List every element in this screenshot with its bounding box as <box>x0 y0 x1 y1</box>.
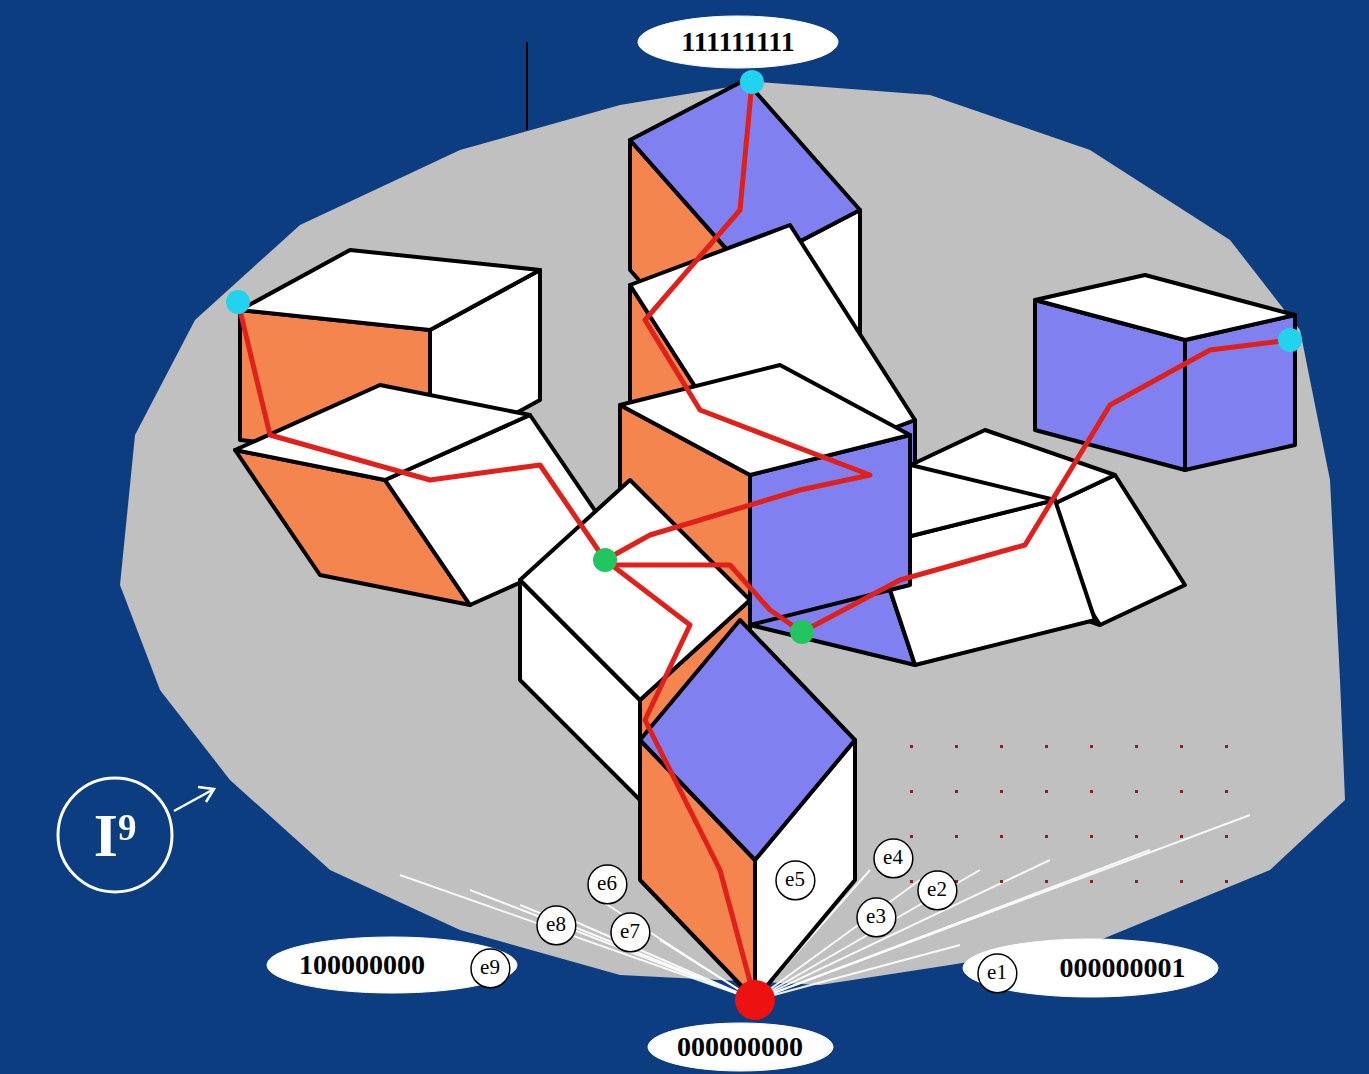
circle-shape <box>776 861 815 900</box>
vector-name: e4 <box>883 846 903 869</box>
grid-dot <box>910 745 913 748</box>
grid-dot <box>1090 880 1093 883</box>
vector-label: e3 <box>856 897 897 938</box>
circle-shape <box>918 871 957 910</box>
vector-name: e6 <box>597 872 617 895</box>
grid-dot <box>955 790 958 793</box>
grid-dot <box>1045 745 1048 748</box>
vector-label: e6 <box>587 864 628 905</box>
grid-dot <box>955 745 958 748</box>
grid-dot <box>1225 880 1228 883</box>
cube-face <box>1035 275 1295 340</box>
vertex-code: 000000000 <box>677 1032 803 1063</box>
pointer-arrow <box>174 787 214 811</box>
grid-dot <box>1045 880 1048 883</box>
vertex-code-oval: 100000000 e9 <box>267 937 517 993</box>
oval-shape <box>638 16 838 68</box>
end-vertex-dot <box>1278 328 1302 352</box>
grid-dot <box>1135 790 1138 793</box>
oval-shape <box>267 937 517 993</box>
grid-dot <box>1045 835 1048 838</box>
branch-dot <box>593 548 617 572</box>
vertex-code: 000000001 <box>1060 953 1186 984</box>
grid-dot <box>1225 835 1228 838</box>
grid-dot <box>1090 790 1093 793</box>
circle-shape <box>588 865 627 904</box>
circle-shape <box>857 898 896 937</box>
grid-dot <box>1135 835 1138 838</box>
grid-dot <box>1000 880 1003 883</box>
cube-name: I⁹ <box>94 801 137 869</box>
vector-label: e2 <box>917 870 958 911</box>
dotted-grid <box>910 745 1228 883</box>
grid-dot <box>910 835 913 838</box>
monotone-path <box>605 82 870 560</box>
origin-dot <box>735 980 775 1020</box>
vector-label: e4 <box>873 838 914 879</box>
cube-chain <box>235 80 1295 1000</box>
vector-label: e8 <box>536 905 577 946</box>
circle-shape <box>471 949 510 988</box>
vertex-code-oval: 000000000 <box>648 1023 833 1071</box>
vertex-code: 100000000 <box>299 950 425 981</box>
vector-label: e9 <box>470 948 511 989</box>
vector-name: e8 <box>546 913 566 936</box>
vector-name: e7 <box>620 920 640 943</box>
grid-dot <box>910 880 913 883</box>
grid-dot <box>1180 790 1183 793</box>
circle-shape <box>537 906 576 945</box>
vertex-code-oval: 000000001 e1 <box>963 939 1218 997</box>
cube-face <box>640 620 855 860</box>
vector-label: e1 <box>977 953 1018 994</box>
circle-shape <box>978 954 1017 993</box>
vector-label: e7 <box>610 912 651 953</box>
grid-dot <box>1180 880 1183 883</box>
vector-name: e3 <box>866 905 886 928</box>
vector-label: e5 <box>775 860 816 901</box>
oval-shape <box>648 1023 833 1071</box>
end-vertex-dot <box>226 290 250 314</box>
grid-dot <box>1045 790 1048 793</box>
cube-name-circle: I⁹ <box>56 776 174 894</box>
vertex-points <box>226 70 1302 1020</box>
oval-shape <box>963 939 1218 997</box>
grid-dot <box>910 790 913 793</box>
ring-shape <box>58 778 172 892</box>
vector-name: e2 <box>927 878 947 901</box>
grid-dot <box>1180 745 1183 748</box>
cube-face <box>620 365 910 475</box>
grid-dot <box>1135 880 1138 883</box>
cube-face <box>240 250 540 330</box>
grid-dot <box>1180 835 1183 838</box>
grid-dot <box>1000 835 1003 838</box>
grid-dot <box>1225 790 1228 793</box>
grid-dot <box>1090 835 1093 838</box>
grid-dot <box>1135 745 1138 748</box>
circle-shape <box>874 839 913 878</box>
monotone-paths <box>238 82 1290 1000</box>
vector-name: e1 <box>987 961 1007 984</box>
grid-dot <box>1000 745 1003 748</box>
branch-dot <box>790 620 814 644</box>
monotone-path <box>605 340 1290 632</box>
vector-name: e5 <box>785 868 805 891</box>
top-vertex-dot <box>740 70 764 94</box>
grid-dot <box>1000 790 1003 793</box>
grid-dot <box>1090 745 1093 748</box>
vertex-code-oval: 111111111 <box>638 16 838 68</box>
grid-dot <box>955 835 958 838</box>
circle-shape <box>611 913 650 952</box>
axis-mark <box>526 42 528 130</box>
grid-dot <box>1225 745 1228 748</box>
monotone-path <box>238 302 755 1000</box>
vector-name: e9 <box>480 956 500 979</box>
vertex-code: 111111111 <box>681 27 795 58</box>
